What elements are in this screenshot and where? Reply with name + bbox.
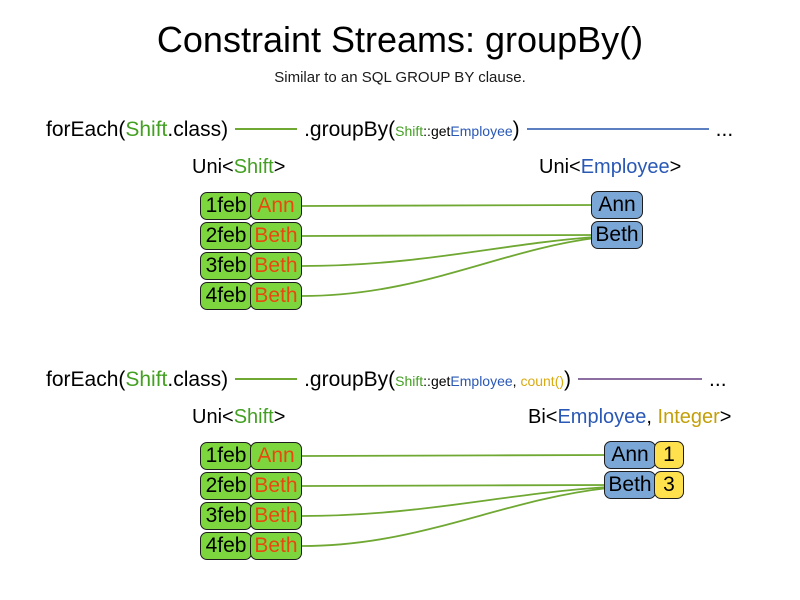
type-label-inner-employee: Employee bbox=[557, 406, 647, 428]
employee-shift-count: 3 bbox=[654, 471, 684, 499]
groupby-arg-type: Shift bbox=[395, 373, 424, 389]
shift-fact-row[interactable]: 3feb Beth bbox=[200, 502, 302, 530]
type-label-outer: Uni< bbox=[192, 406, 234, 428]
shift-date: 3feb bbox=[200, 502, 252, 530]
connector-line bbox=[301, 486, 609, 517]
employee-fact-row[interactable]: Ann bbox=[591, 191, 643, 219]
shift-employee-name: Beth bbox=[250, 472, 302, 500]
connector-line bbox=[301, 234, 596, 237]
connector-line bbox=[301, 484, 609, 487]
page-title: Constraint Streams: groupBy() bbox=[156, 19, 644, 60]
foreach-type-shift: Shift bbox=[125, 118, 168, 141]
code-line-groupby-single: forEach(Shift.class).groupBy(Shift::getE… bbox=[46, 117, 733, 144]
type-label-inner-shift: Shift bbox=[233, 406, 274, 428]
groupby-arg-method-employee: Employee bbox=[450, 373, 513, 389]
groupby-suffix: ) bbox=[564, 368, 572, 391]
shift-fact-row[interactable]: 4feb Beth bbox=[200, 532, 302, 560]
shift-date: 1feb bbox=[200, 192, 252, 220]
foreach-suffix: .class) bbox=[167, 118, 229, 141]
employee-name: Ann bbox=[604, 441, 656, 469]
groupby-suffix: ) bbox=[512, 118, 520, 141]
shift-date: 1feb bbox=[200, 442, 252, 470]
type-label-outer: Uni< bbox=[192, 156, 234, 178]
type-label-comma: , bbox=[646, 406, 658, 428]
shift-employee-name: Beth bbox=[250, 252, 302, 280]
shift-employee-name: Ann bbox=[250, 442, 302, 470]
connector-line bbox=[301, 237, 596, 297]
connector-line bbox=[301, 487, 609, 547]
connector-line bbox=[301, 454, 609, 457]
type-label-close: > bbox=[273, 406, 286, 428]
groupby-arg-separator: :: bbox=[423, 123, 431, 139]
type-label-close: > bbox=[719, 406, 732, 428]
foreach-type-shift: Shift bbox=[125, 368, 168, 391]
groupby-arg-type: Shift bbox=[395, 123, 424, 139]
employee-count-fact-row[interactable]: Ann 1 bbox=[604, 441, 684, 469]
groupby-arg-count: count() bbox=[520, 373, 565, 389]
employee-name: Beth bbox=[591, 221, 643, 249]
type-label-outer: Uni< bbox=[539, 156, 581, 178]
type-label-inner-employee: Employee bbox=[580, 156, 670, 178]
shift-fact-row[interactable]: 2feb Beth bbox=[200, 222, 302, 250]
shift-date: 4feb bbox=[200, 532, 252, 560]
connector-line bbox=[301, 204, 596, 207]
connector-line bbox=[301, 236, 596, 267]
shift-fact-row[interactable]: 1feb Ann bbox=[200, 442, 302, 470]
shift-date: 2feb bbox=[200, 222, 252, 250]
employee-name: Ann bbox=[591, 191, 643, 219]
type-label-uni-employee: Uni<Employee> bbox=[539, 155, 681, 179]
foreach-suffix: .class) bbox=[167, 368, 229, 391]
shift-employee-name: Beth bbox=[250, 222, 302, 250]
groupby-arg-separator: :: bbox=[423, 373, 431, 389]
shift-employee-name: Ann bbox=[250, 192, 302, 220]
shift-date: 2feb bbox=[200, 472, 252, 500]
type-label-uni-shift-2: Uni<Shift> bbox=[192, 405, 285, 429]
shift-fact-row[interactable]: 3feb Beth bbox=[200, 252, 302, 280]
ellipsis: ... bbox=[715, 118, 734, 141]
shift-employee-name: Beth bbox=[250, 282, 302, 310]
employee-name: Beth bbox=[604, 471, 656, 499]
code-line-groupby-count: forEach(Shift.class).groupBy(Shift::getE… bbox=[46, 367, 727, 394]
employee-count-fact-row[interactable]: Beth 3 bbox=[604, 471, 684, 499]
type-label-inner-integer: Integer bbox=[657, 406, 720, 428]
type-label-bi-employee-integer: Bi<Employee, Integer> bbox=[528, 405, 731, 429]
type-label-close: > bbox=[273, 156, 286, 178]
foreach-prefix: forEach( bbox=[46, 368, 126, 391]
stream-rule-purple bbox=[578, 378, 703, 381]
groupby-prefix: .groupBy( bbox=[304, 118, 396, 141]
type-label-outer: Bi< bbox=[528, 406, 558, 428]
type-label-inner-shift: Shift bbox=[233, 156, 274, 178]
type-label-uni-shift-1: Uni<Shift> bbox=[192, 155, 285, 179]
connector-group-section-2 bbox=[301, 454, 609, 547]
shift-fact-row[interactable]: 2feb Beth bbox=[200, 472, 302, 500]
groupby-prefix: .groupBy( bbox=[304, 368, 396, 391]
connector-group-section-1 bbox=[301, 204, 596, 297]
stream-rule-green bbox=[235, 378, 298, 381]
groupby-arg-method-employee: Employee bbox=[450, 123, 513, 139]
shift-fact-row[interactable]: 1feb Ann bbox=[200, 192, 302, 220]
ellipsis: ... bbox=[709, 368, 727, 391]
groupby-arg-method-get: get bbox=[430, 123, 451, 139]
shift-employee-name: Beth bbox=[250, 502, 302, 530]
groupby-arg-method-get: get bbox=[430, 373, 451, 389]
shift-date: 4feb bbox=[200, 282, 252, 310]
type-label-close: > bbox=[669, 156, 682, 178]
page-subtitle: Similar to an SQL GROUP BY clause. bbox=[274, 69, 526, 86]
stream-rule-blue bbox=[526, 128, 709, 131]
shift-employee-name: Beth bbox=[250, 532, 302, 560]
shift-fact-row[interactable]: 4feb Beth bbox=[200, 282, 302, 310]
groupby-arg-comma: , bbox=[512, 373, 521, 389]
foreach-prefix: forEach( bbox=[46, 118, 126, 141]
employee-shift-count: 1 bbox=[654, 441, 684, 469]
shift-date: 3feb bbox=[200, 252, 252, 280]
employee-fact-row[interactable]: Beth bbox=[591, 221, 643, 249]
stream-rule-green bbox=[235, 128, 298, 131]
